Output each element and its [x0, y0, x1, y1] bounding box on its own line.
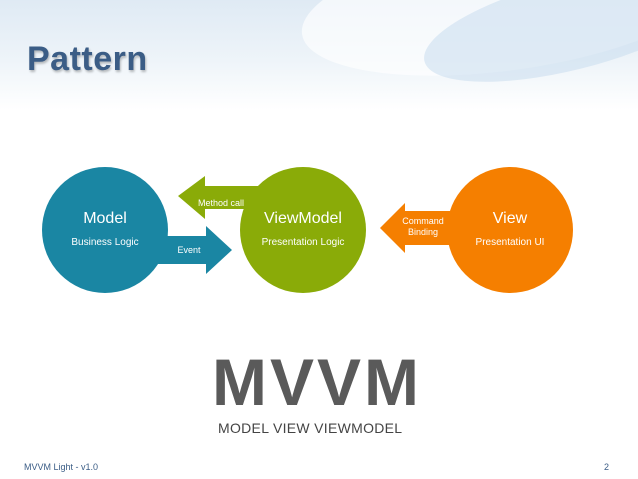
command-binding-arrow: [380, 203, 455, 253]
view-title: View: [493, 210, 528, 227]
model-subtitle: Business Logic: [71, 237, 138, 248]
event-label: Event: [177, 245, 201, 255]
command-binding-label: Command: [402, 216, 444, 226]
command-binding-label: Binding: [408, 227, 438, 237]
model-title: Model: [83, 210, 127, 227]
header-background: [0, 0, 638, 110]
event-arrow: [153, 226, 232, 274]
view-circle: [447, 167, 573, 293]
footer-label: MVVM Light - v1.0: [24, 462, 99, 472]
page-number: 2: [604, 462, 610, 472]
model-circle: [42, 167, 168, 293]
method-call-label: Method call: [198, 198, 244, 208]
page-title: Pattern: [27, 40, 148, 78]
viewmodel-subtitle: Presentation Logic: [262, 237, 345, 248]
mvvm-expansion: MODEL VIEW VIEWMODEL: [218, 420, 403, 436]
viewmodel-title: ViewModel: [264, 210, 342, 227]
viewmodel-circle: [240, 167, 366, 293]
method-call-arrow: [178, 176, 258, 219]
mvvm-acronym: MVVM: [212, 345, 422, 419]
view-subtitle: Presentation UI: [476, 237, 545, 248]
